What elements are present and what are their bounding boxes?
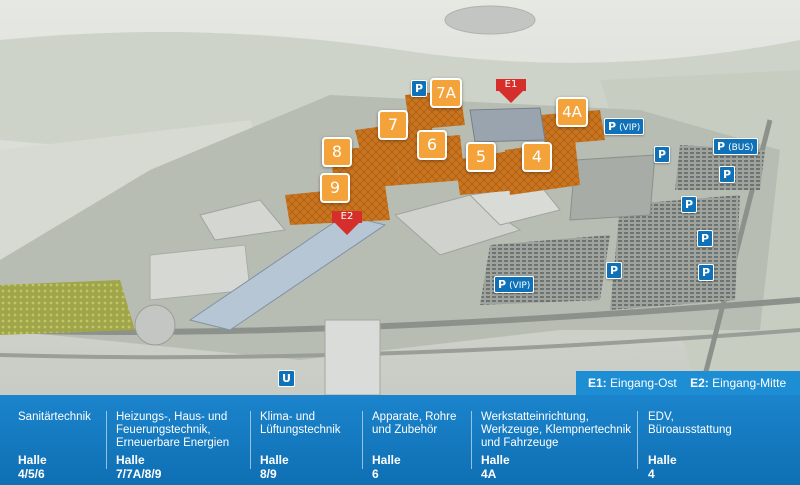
hall-roof-6 [395,135,465,185]
category-name: Werkstatteinrichtung, Werkzeuge, Klempne… [481,411,631,449]
hall-badge-7[interactable]: 7 [378,110,408,140]
hall-badge-8[interactable]: 8 [322,137,352,167]
category-name: Apparate, Rohre und Zubehör [372,411,457,436]
round-building [134,304,176,346]
entrance-legend: E1: Eingang-Ost E2: Eingang-Mitte [576,371,800,395]
category-hall: Halle 4/5/6 [18,453,47,481]
parking-sub-label: (BUS) [728,143,754,153]
parking-letter: P [498,278,507,291]
category-name: Klima- und Lüftungstechnik [260,411,341,436]
column-divider [637,411,638,469]
parking-lot-south [480,235,610,305]
hall-west-green-roof [0,280,135,335]
hall-badge-4[interactable]: 4 [522,142,552,172]
column-divider [362,411,363,469]
forest-north [0,32,800,148]
office-tower [324,319,381,395]
parking-chip[interactable]: P [411,80,428,97]
entrance-label: E2 [332,211,362,223]
stadium [444,5,536,35]
glass-gallery [188,214,387,331]
category-name: EDV, Büroausstattung [648,411,732,436]
entrance-east-building [469,107,546,143]
aerial-view [0,0,800,395]
legend-e1-code: E1: [588,376,607,390]
category-bar: Sanitärtechnik Halle 4/5/6 Heizungs-, Ha… [0,395,800,485]
parking-chip-vip-east[interactable]: P(VIP) [604,118,645,135]
parking-letter: P [702,266,711,279]
subway-station-icon[interactable]: U [278,370,295,387]
parking-chip[interactable]: P [606,262,623,279]
entrance-e2-marker[interactable]: E2 [332,211,362,235]
parking-letter: P [610,264,619,277]
hall-badge-6[interactable]: 6 [417,130,447,160]
hall-badge-4a[interactable]: 4A [556,97,588,127]
parking-sub-label: (VIP) [619,123,641,133]
parking-letter: P [415,82,424,95]
parking-chip[interactable]: P [697,230,714,247]
category-hall: Halle 6 [372,453,401,481]
fairground-map: 7A 7 8 6 5 4 4A 9 P P(VIP) P P(BUS) P P … [0,0,800,395]
category-name: Sanitärtechnik [18,411,91,423]
parking-chip[interactable]: P [681,196,698,213]
entrance-label: E1 [496,79,526,91]
white-hall-3 [199,199,286,241]
parking-letter: P [608,120,617,133]
parking-chip-vip-south[interactable]: P(VIP) [494,276,535,293]
column-divider [106,411,107,469]
hall-roof-9 [285,185,390,225]
parking-chip[interactable]: P [698,264,715,281]
parking-letter: P [723,168,732,181]
arrow-down-icon [335,223,359,235]
legend-e2-name: Eingang-Mitte [712,376,787,390]
legend-e2-code: E2: [690,376,709,390]
parking-chip[interactable]: P [719,166,736,183]
column-divider [471,411,472,469]
parking-chip[interactable]: P [654,146,671,163]
entrance-e1-marker[interactable]: E1 [496,79,526,103]
parking-letter: P [658,148,667,161]
hall-badge-9[interactable]: 9 [320,173,350,203]
category-name: Heizungs-, Haus- und Feuerungstechnik, E… [116,411,230,449]
parking-sub-label: (VIP) [509,281,531,291]
hall-east-building [569,154,656,221]
arrow-down-icon [499,91,523,103]
category-hall: Halle 4A [481,453,510,481]
column-divider [250,411,251,469]
category-hall: Halle 8/9 [260,453,289,481]
parking-letter: P [717,140,726,153]
category-hall: Halle 4 [648,453,677,481]
hall-badge-7a[interactable]: 7A [430,78,462,108]
parking-letter: P [685,198,694,211]
parking-chip-bus[interactable]: P(BUS) [713,138,758,155]
legend-e1-name: Eingang-Ost [610,376,677,390]
hall-badge-5[interactable]: 5 [466,142,496,172]
parking-lot-southeast [610,195,740,310]
category-hall: Halle 7/7A/8/9 [116,453,162,481]
parking-letter: P [701,232,710,245]
